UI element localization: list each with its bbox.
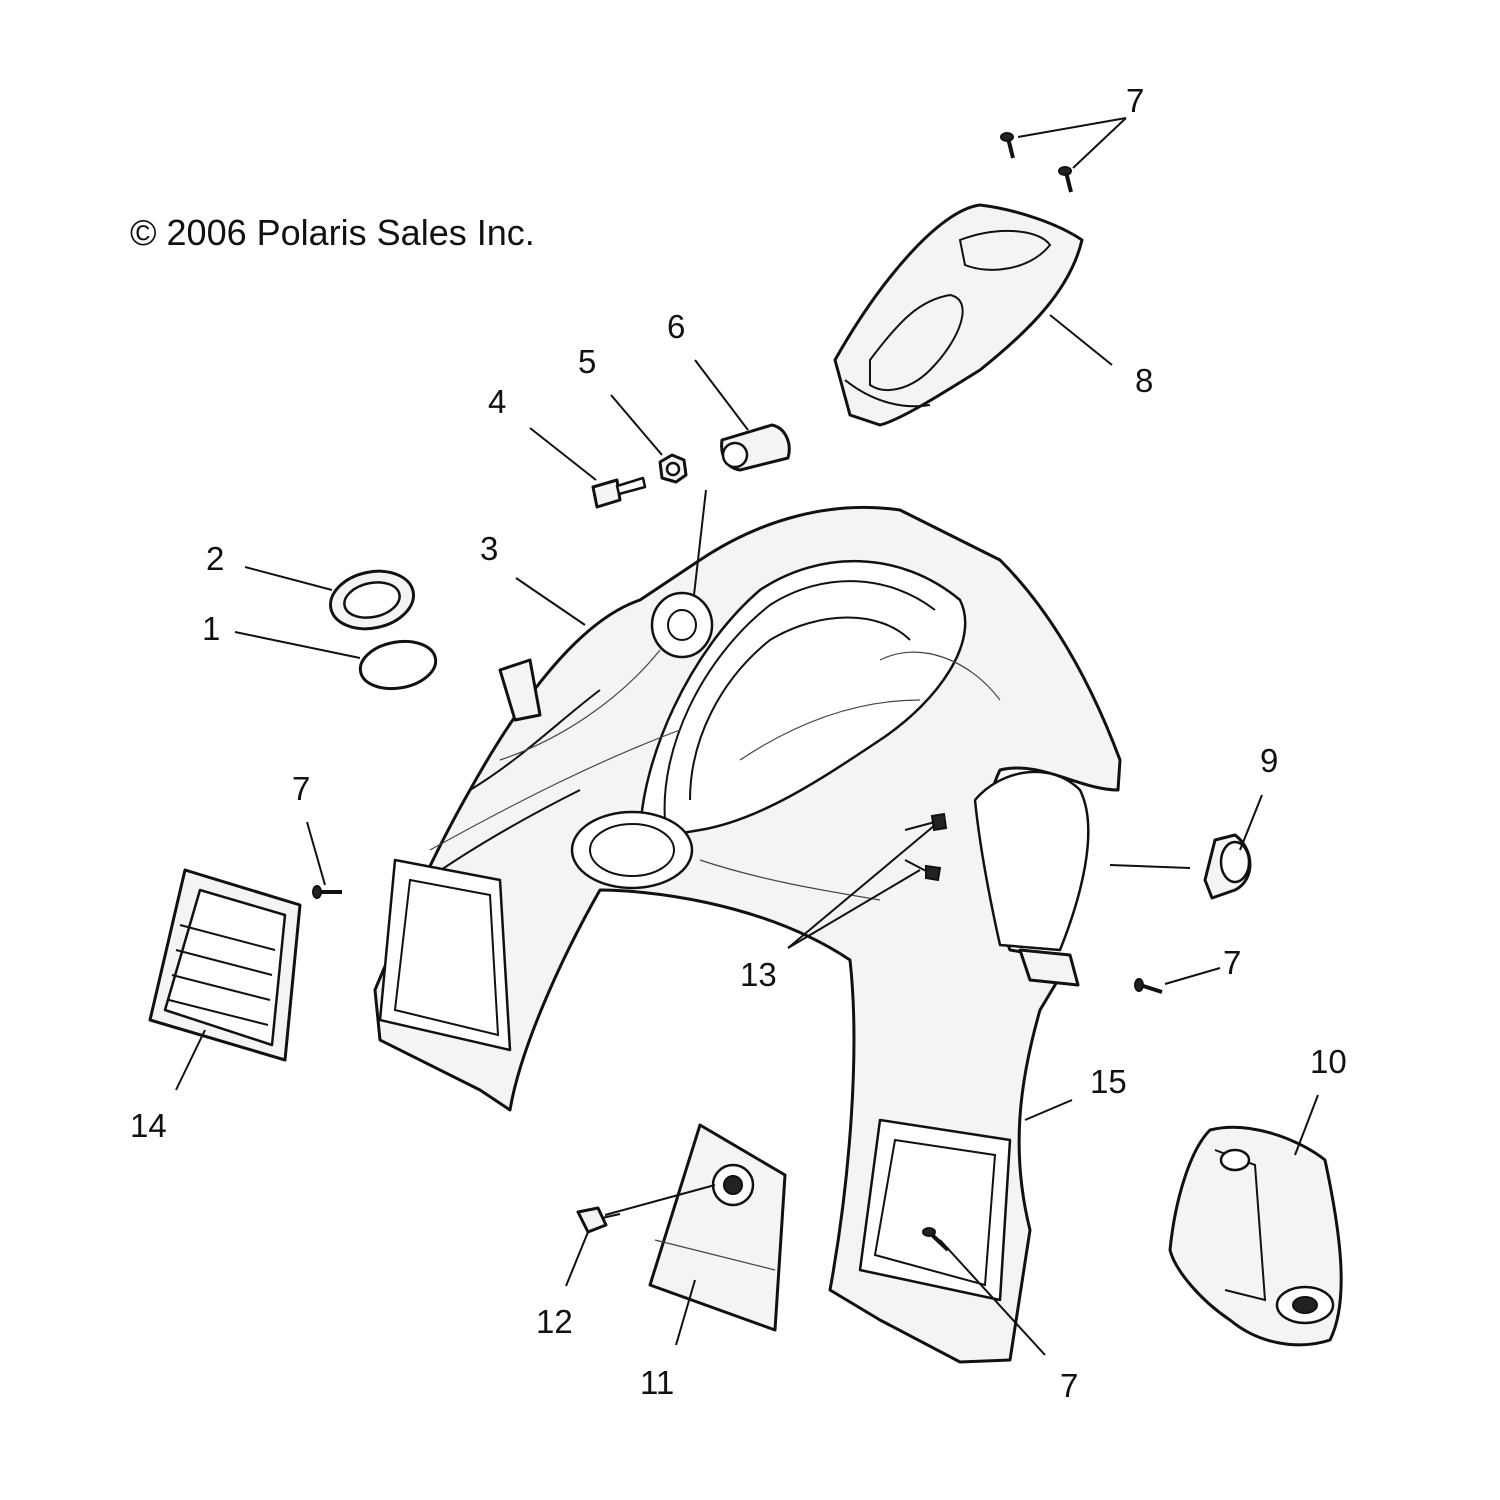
callout-1: 1 (202, 610, 220, 647)
copyright-notice: © 2006 Polaris Sales Inc. (130, 212, 535, 253)
air-box-part-10 (1168, 1125, 1343, 1347)
callout-10: 10 (1310, 1043, 1347, 1080)
callout-5: 5 (578, 343, 596, 380)
key-part-4 (591, 476, 647, 509)
callout-4: 4 (488, 383, 506, 420)
callout-11: 11 (640, 1364, 674, 1401)
louvre-grille-part-14 (148, 868, 302, 1062)
callout-15: 15 (1090, 1063, 1127, 1100)
callout-7-top: 7 (1126, 82, 1144, 119)
callout-6: 6 (667, 308, 685, 345)
callout-12: 12 (536, 1303, 573, 1340)
o-ring-part-1 (358, 639, 438, 691)
callout-9: 9 (1260, 742, 1278, 779)
hood-part-3 (373, 506, 1122, 1364)
top-cover-part-8 (833, 203, 1084, 427)
callout-7-left: 7 (292, 770, 310, 807)
callout-3: 3 (480, 530, 498, 567)
screws-part-7 (312, 132, 1163, 1252)
push-rivet-part-12 (576, 1206, 621, 1234)
nut-part-5 (658, 453, 688, 484)
callout-labels: 1 2 3 4 5 6 7 8 9 7 13 7 10 15 14 12 11 … (130, 82, 1347, 1404)
grommet-part-9 (1203, 833, 1252, 900)
ignition-switch-part-6 (720, 423, 791, 472)
callout-7-bottom: 7 (1060, 1367, 1078, 1404)
callout-7-right: 7 (1223, 944, 1241, 981)
callout-8: 8 (1135, 362, 1153, 399)
callout-13: 13 (740, 956, 777, 993)
leader-lines (175, 117, 1319, 1356)
callout-14: 14 (130, 1107, 167, 1144)
lid-part-11 (648, 1123, 787, 1332)
bezel-ring-part-2 (329, 569, 415, 631)
callout-2: 2 (206, 540, 224, 577)
